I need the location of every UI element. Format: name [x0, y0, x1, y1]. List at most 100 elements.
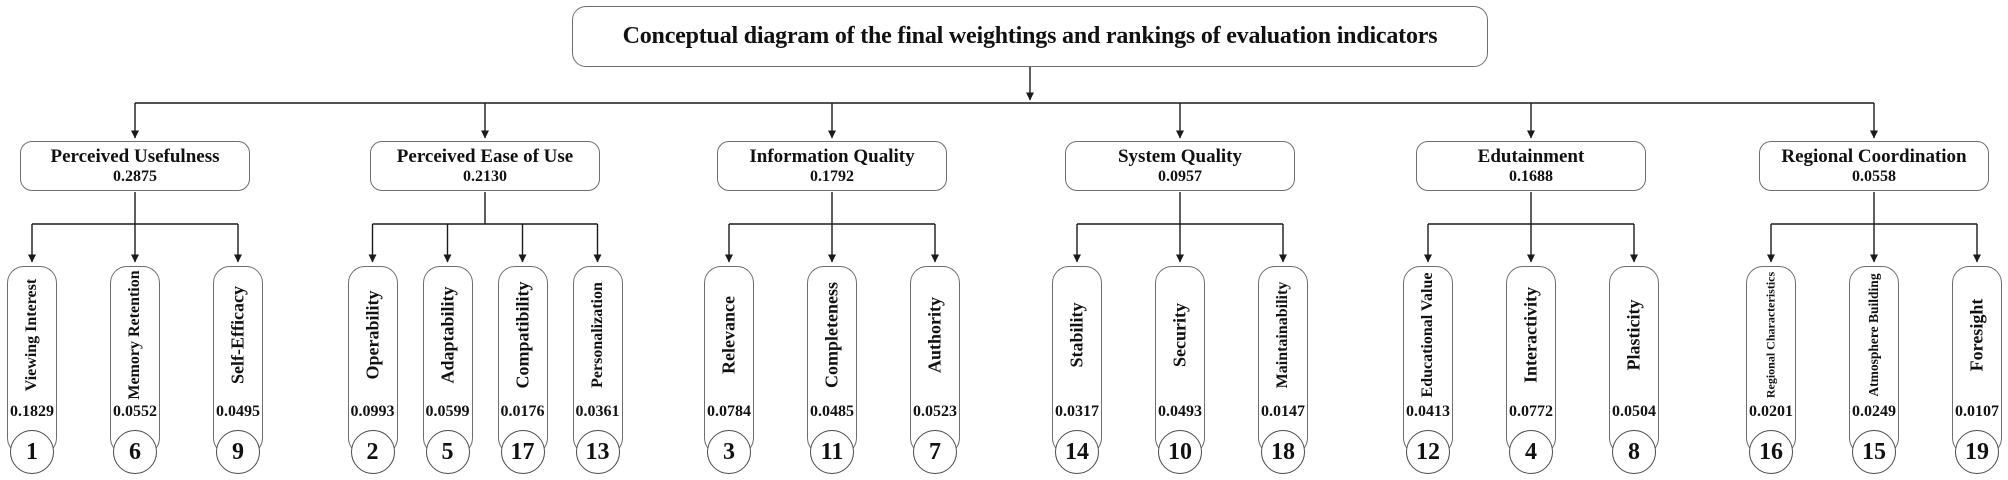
rank-number: 1: [26, 439, 38, 465]
rank-circle: 18: [1261, 430, 1305, 474]
indicator-name: Interactivity: [1520, 287, 1541, 383]
rank-circle: 14: [1055, 430, 1099, 474]
indicator-weight: 0.0107: [1955, 403, 1999, 420]
category-name: Regional Coordination: [1781, 145, 1967, 167]
indicator-name: Plasticity: [1623, 299, 1644, 371]
diagram-title-box: Conceptual diagram of the final weightin…: [572, 6, 1488, 67]
indicator-weight: 0.0772: [1509, 403, 1553, 420]
rank-number: 7: [929, 439, 941, 465]
indicator-weight: 0.0317: [1055, 403, 1099, 420]
rank-circle: 17: [500, 430, 545, 474]
indicator-weight: 0.0552: [113, 403, 157, 420]
rank-number: 10: [1168, 439, 1192, 465]
rank-circle: 3: [707, 430, 751, 474]
rank-number: 5: [441, 439, 454, 465]
indicator-name: Stability: [1066, 302, 1087, 368]
indicator-weight: 0.1829: [10, 403, 54, 420]
indicator-name: Security: [1169, 303, 1190, 367]
rank-number: 3: [723, 439, 735, 465]
category-weight: 0.0957: [1158, 167, 1202, 185]
indicator-name: Relevance: [718, 296, 739, 374]
rank-number: 15: [1862, 439, 1886, 465]
indicator-name: Maintainability: [1274, 281, 1291, 389]
category-name: Perceived Usefulness: [50, 145, 220, 167]
category-name: System Quality: [1117, 145, 1243, 167]
rank-number: 8: [1628, 439, 1640, 465]
rank-circle: 5: [425, 430, 470, 474]
rank-circle: 9: [216, 430, 260, 474]
category-weight: 0.0558: [1852, 167, 1896, 185]
indicator-name: Adaptability: [437, 286, 457, 384]
indicator-pill: Atmosphere Building: [1849, 266, 1899, 455]
indicator-weight: 0.0495: [216, 403, 260, 420]
rank-number: 13: [585, 439, 610, 465]
rank-number: 6: [129, 439, 141, 465]
indicator-name: Memory Retention: [126, 270, 143, 400]
rank-number: 19: [1965, 439, 1989, 465]
category-name: Information Quality: [749, 145, 915, 167]
indicator-pill: Viewing Interest: [7, 266, 57, 455]
rank-circle: 16: [1749, 430, 1793, 474]
indicator-name: Regional Characteristics: [1763, 271, 1778, 399]
rank-circle: 19: [1955, 430, 1999, 474]
indicator-weight: 0.0361: [575, 403, 620, 420]
indicator-name: Educational Value: [1419, 272, 1436, 398]
rank-number: 18: [1271, 439, 1295, 465]
indicator-name: Viewing Interest: [23, 278, 40, 392]
rank-number: 9: [232, 439, 244, 465]
indicator-pill: Self-Efficacy: [213, 266, 263, 455]
rank-circle: 12: [1406, 430, 1450, 474]
rank-number: 4: [1525, 439, 1537, 465]
indicator-pill: Memory Retention: [110, 266, 160, 455]
category-weight: 0.2130: [463, 167, 507, 185]
indicator-weight: 0.0784: [707, 403, 751, 420]
indicator-pill: Stability: [1052, 266, 1102, 455]
rank-circle: 15: [1852, 430, 1896, 474]
indicator-name: Foresight: [1966, 298, 1987, 372]
rank-circle: 6: [113, 430, 157, 474]
indicator-weight: 0.0249: [1852, 403, 1896, 420]
indicator-pill: Compatibility: [497, 266, 548, 455]
indicator-pill: Maintainability: [1258, 266, 1308, 455]
rank-number: 16: [1759, 439, 1783, 465]
indicator-pill: Authority: [910, 266, 960, 455]
indicator-weight: 0.0413: [1406, 403, 1450, 420]
indicator-name: Operability: [362, 290, 382, 380]
indicator-name: Atmosphere Building: [1866, 273, 1881, 397]
indicator-weight: 0.0993: [350, 403, 395, 420]
rank-circle: 13: [575, 430, 620, 474]
indicator-pill: Relevance: [704, 266, 754, 455]
indicator-weight: 0.0176: [500, 403, 545, 420]
rank-circle: 4: [1509, 430, 1553, 474]
indicator-name: Compatibility: [512, 281, 532, 389]
rank-number: 2: [366, 439, 379, 465]
rank-circle: 8: [1612, 430, 1656, 474]
indicator-pill: Educational Value: [1403, 266, 1453, 455]
rank-circle: 11: [810, 430, 854, 474]
indicator-pill: Interactivity: [1506, 266, 1556, 455]
rank-number: 17: [510, 439, 535, 465]
rank-number: 11: [820, 439, 844, 465]
rank-circle: 1: [10, 430, 54, 474]
rank-number: 14: [1065, 439, 1089, 465]
indicator-pill: Operability: [347, 266, 398, 455]
category-name: Edutainment: [1477, 145, 1585, 167]
indicator-weight: 0.0485: [810, 403, 854, 420]
indicator-pill: Security: [1155, 266, 1205, 455]
indicator-weight: 0.0523: [913, 403, 957, 420]
indicator-weight: 0.0599: [425, 403, 470, 420]
rank-circle: 2: [350, 430, 395, 474]
rank-circle: 7: [913, 430, 957, 474]
diagram-title: Conceptual diagram of the final weightin…: [622, 23, 1438, 49]
indicator-name: Authority: [924, 297, 945, 373]
category-weight: 0.1688: [1509, 167, 1553, 185]
category-weight: 0.2875: [113, 167, 157, 185]
indicator-name: Self-Efficacy: [227, 286, 248, 384]
